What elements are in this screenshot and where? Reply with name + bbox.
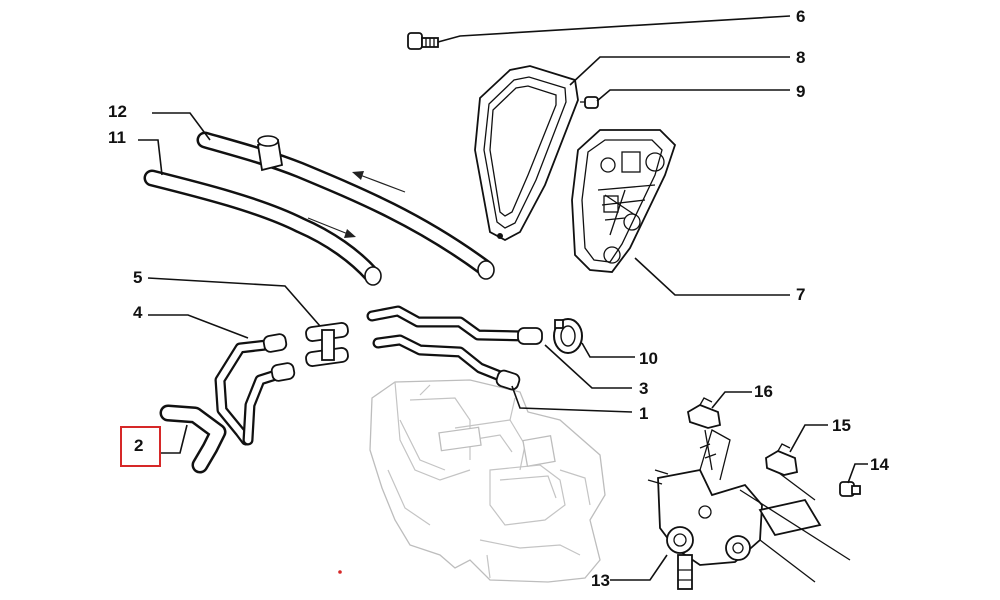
- pipe-4: [214, 333, 296, 446]
- callout-12: 12: [108, 102, 127, 121]
- callout-14: 14: [870, 455, 889, 474]
- cover-plate-7: [571, 129, 677, 273]
- leader-lines: [138, 15, 868, 581]
- callout-8: 8: [796, 48, 805, 67]
- callout-6: 6: [796, 7, 805, 26]
- pipe-2: [159, 404, 227, 474]
- nut-14: [839, 481, 861, 497]
- callout-9: 9: [796, 82, 805, 101]
- hose-12: [196, 131, 495, 280]
- callout-15: 15: [832, 416, 851, 435]
- clamp-10: [553, 318, 583, 354]
- clip-9: [580, 96, 599, 109]
- gasket-8: [474, 65, 579, 242]
- callout-7: 7: [796, 285, 805, 304]
- flow-arrow-upper: [352, 171, 406, 193]
- callout-16: 16: [754, 382, 773, 401]
- callout-4: 4: [133, 303, 143, 322]
- marker-dot: [338, 570, 342, 574]
- clip-15: [765, 443, 799, 476]
- pipe-3: [366, 305, 543, 345]
- heater-housing-outline: [369, 379, 606, 583]
- connector-5: [305, 322, 349, 367]
- bracket-13: [647, 429, 851, 590]
- hose-11: [143, 169, 382, 286]
- callout-3: 3: [639, 379, 648, 398]
- callout-11: 11: [108, 128, 126, 147]
- callout-13: 13: [591, 571, 610, 590]
- highlight-box: [120, 426, 161, 467]
- callout-1: 1: [639, 404, 648, 423]
- callout-10: 10: [639, 349, 658, 368]
- clip-16: [686, 397, 722, 429]
- callout-5: 5: [133, 268, 142, 287]
- pipe-1: [372, 334, 521, 391]
- flow-arrow-lower: [307, 217, 356, 238]
- bolt-6: [407, 32, 439, 50]
- callout-2: 2: [134, 436, 143, 455]
